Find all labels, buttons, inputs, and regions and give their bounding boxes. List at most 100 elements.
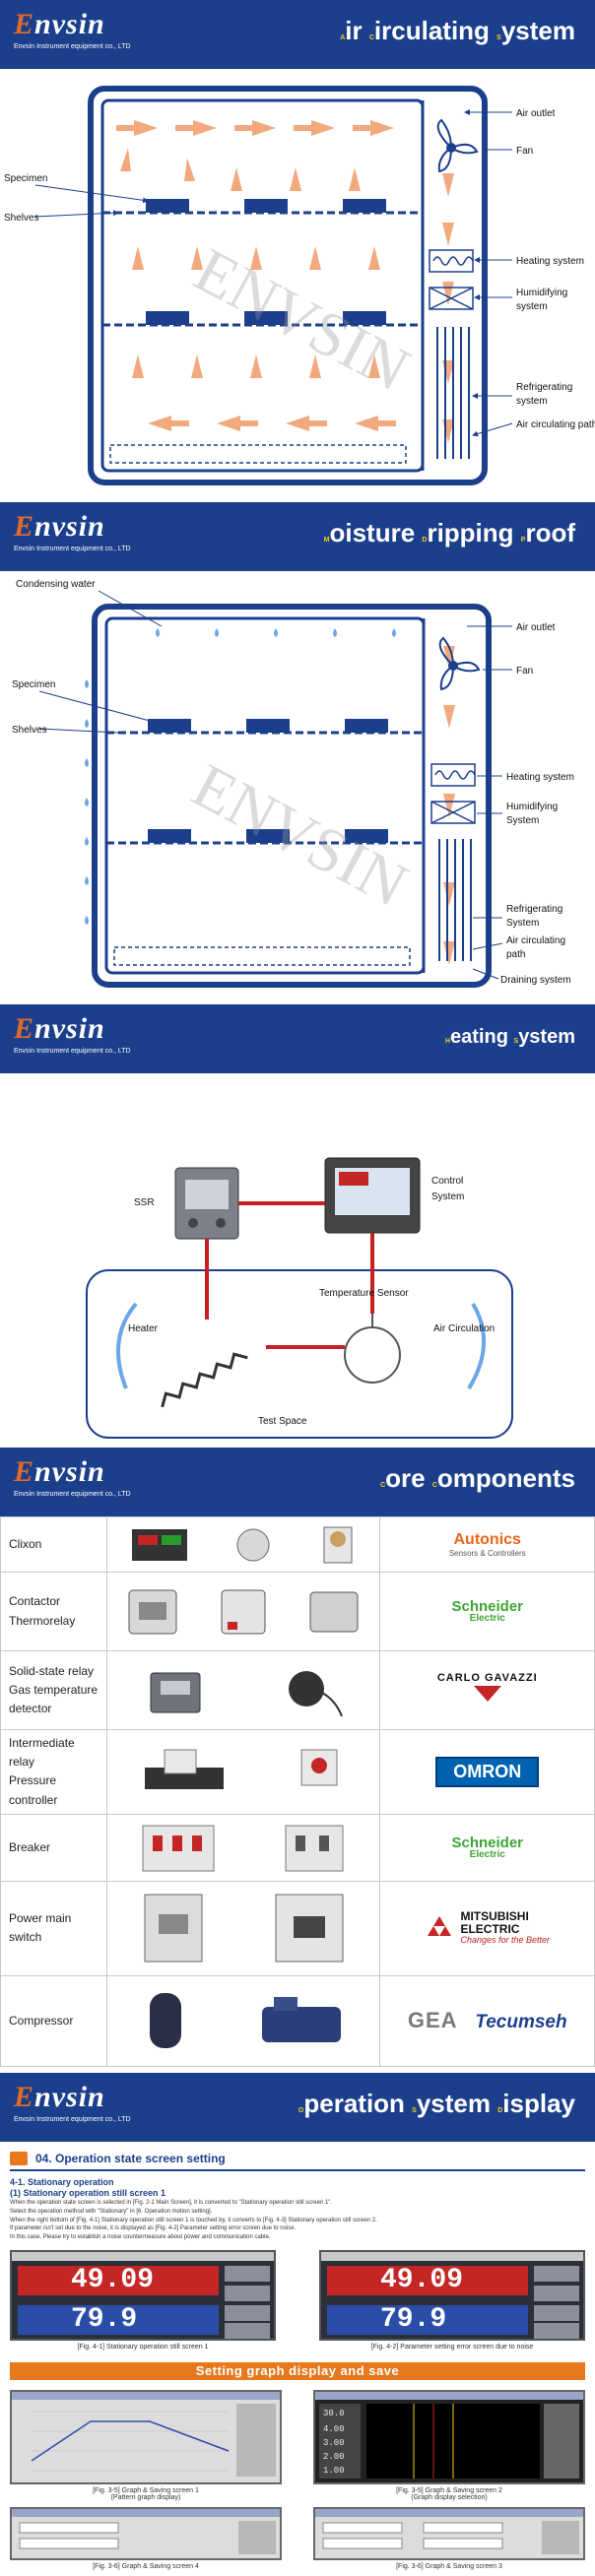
label-air-outlet: Air outlet bbox=[516, 108, 556, 119]
graph-screens: [Fig. 3-5] Graph & Saving screen 1(Patte… bbox=[10, 2389, 585, 2576]
logo: Envsin Envsin Instrument equipment co., … bbox=[14, 8, 171, 61]
section-title-moisture: Moisture Dripping Proof bbox=[323, 518, 575, 547]
logo: Envsin Envsin Instrument equipment co., … bbox=[14, 2080, 131, 2123]
graph-screen-2: 30.0 4.00 3.00 2.00 1.00 bbox=[313, 2389, 585, 2484]
note: Select the operation method with "Statio… bbox=[10, 2208, 213, 2215]
component-images bbox=[105, 1516, 381, 1573]
brand-autonics: Autonics Sensors & Controllers bbox=[379, 1516, 595, 1573]
banner-moisture: Envsin Envsin Instrument equipment co., … bbox=[0, 502, 595, 571]
graph-section-bar: Setting graph display and save bbox=[10, 2361, 585, 2380]
svg-text:Shelves: Shelves bbox=[12, 725, 47, 736]
label-refrigerating: Refrigerating bbox=[516, 382, 572, 393]
brand-gea-tecumseh: GEA Tecumseh bbox=[379, 1974, 595, 2067]
label-ssr: SSR bbox=[134, 1197, 155, 1208]
label-test-space: Test Space bbox=[258, 1416, 307, 1427]
banner-heating: Envsin Envsin Instrument equipment co., … bbox=[0, 1004, 595, 1073]
section-title-core: Core Components bbox=[380, 1463, 575, 1493]
specimens bbox=[146, 199, 386, 325]
graph-screen-1 bbox=[10, 2389, 282, 2484]
banner-core: Envsin Envsin Instrument equipment co., … bbox=[0, 1448, 595, 1516]
note: When the right bottom of [Fig. 4-1] Stat… bbox=[10, 2217, 377, 2223]
banner-operation: Envsin Envsin Instrument equipment co., … bbox=[0, 2072, 595, 2142]
humidifier-icon bbox=[429, 287, 474, 310]
heating-icon bbox=[430, 763, 476, 787]
heater-icon bbox=[161, 1352, 248, 1408]
label-condensing: Condensing water bbox=[16, 579, 96, 590]
svg-text:2.00: 2.00 bbox=[323, 2452, 345, 2462]
fan-icon bbox=[438, 636, 481, 691]
heading-badge-icon bbox=[10, 2151, 28, 2165]
operation-sub-1: 4-1. Stationary operation bbox=[10, 2176, 114, 2187]
label-specimen: Specimen bbox=[4, 173, 47, 184]
graph-screen-4 bbox=[10, 2506, 282, 2560]
svg-text:Air circulating: Air circulating bbox=[506, 935, 565, 946]
label-heater: Heater bbox=[128, 1323, 159, 1334]
logo: Envsin Envsin Instrument equipment co., … bbox=[14, 510, 131, 552]
svg-text:Heating system: Heating system bbox=[506, 772, 574, 783]
label-draining: Draining system bbox=[500, 975, 571, 986]
test-space-outline bbox=[86, 1269, 513, 1439]
droplets-icon bbox=[85, 628, 396, 925]
label-temp-sensor: Temperature Sensor bbox=[319, 1288, 409, 1299]
label-control: Control bbox=[431, 1176, 463, 1187]
svg-text:Air outlet: Air outlet bbox=[516, 622, 556, 633]
diagram-heating: SSR Control System Temperature Sensor He… bbox=[0, 1073, 595, 1448]
logo-nvsin: nvsin bbox=[34, 8, 105, 40]
caption: [Fig. 4-1] Stationary operation still sc… bbox=[77, 2343, 209, 2351]
svg-text:path: path bbox=[506, 949, 525, 960]
label-fan: Fan bbox=[516, 146, 533, 157]
banner-air: Envsin Envsin Instrument equipment co., … bbox=[0, 0, 595, 69]
label-air-circ: Air Circulation bbox=[433, 1323, 495, 1334]
svg-text:3.00: 3.00 bbox=[323, 2438, 345, 2448]
svg-text:Humidifying: Humidifying bbox=[506, 802, 558, 812]
svg-text:Specimen: Specimen bbox=[12, 679, 55, 690]
operation-sub-2: (1) Stationary operation still screen 1 bbox=[10, 2188, 166, 2198]
svg-text:Fan: Fan bbox=[516, 666, 533, 676]
label-humidifying: Humidifying bbox=[516, 288, 567, 298]
operation-heading: 04. Operation state screen setting bbox=[35, 2151, 226, 2165]
note: In this case, Please try to establish a … bbox=[10, 2234, 271, 2240]
screen-value-temp: 49.09 bbox=[71, 2264, 155, 2295]
operation-screens: 49.09 79.9 [Fig. 4-1] Stationary operati… bbox=[10, 2249, 585, 2351]
screen-value-humidity: 79.9 bbox=[71, 2303, 138, 2335]
svg-text:System: System bbox=[506, 918, 539, 929]
specimens bbox=[148, 719, 388, 843]
refrigerator-icon bbox=[438, 839, 472, 961]
brand-gavazzi: CARLO GAVAZZI bbox=[379, 1650, 595, 1730]
section-title-air: Air Circulating System bbox=[340, 16, 575, 45]
ssr-icon bbox=[174, 1167, 239, 1240]
label-refrigerating-2: system bbox=[516, 396, 548, 407]
diagram-air: ENVSIN Air outlet Fan Specimen Shelves H… bbox=[0, 69, 595, 502]
humidifier-icon bbox=[430, 801, 476, 824]
air-arrows bbox=[116, 120, 454, 443]
logo: Envsin Envsin Instrument equipment co., … bbox=[14, 1012, 131, 1055]
graph-screen-3 bbox=[313, 2506, 585, 2560]
logo-e: E bbox=[14, 8, 35, 40]
svg-text:30.0: 30.0 bbox=[323, 2409, 345, 2418]
chamber-outline bbox=[88, 86, 488, 485]
note: When the operation state screen is selec… bbox=[10, 2200, 333, 2207]
svg-text:1.00: 1.00 bbox=[323, 2466, 345, 2476]
logo-subtitle: Envsin Instrument equipment co., LTD bbox=[14, 43, 131, 50]
refrigerator-icon bbox=[436, 327, 470, 459]
heating-icon bbox=[429, 249, 474, 273]
temperature-sensor-icon bbox=[344, 1314, 401, 1384]
components-table: Clixon Autonics Sensors & Controllers Co… bbox=[0, 1516, 595, 2067]
svg-text:System: System bbox=[506, 815, 539, 826]
section-title-heating: Heating System bbox=[445, 1026, 575, 1048]
section-title-operation: Operation System Display bbox=[298, 2088, 575, 2118]
svg-text:System: System bbox=[431, 1191, 464, 1202]
label-air-path: Air circulating path bbox=[516, 419, 595, 430]
table-row: Clixon Autonics Sensors & Controllers bbox=[0, 1516, 595, 1573]
svg-text:Refrigerating: Refrigerating bbox=[506, 904, 562, 915]
component-name: Clixon bbox=[0, 1516, 107, 1573]
operation-content: 04. Operation state screen setting 4-1. … bbox=[0, 2142, 595, 2576]
fan-icon bbox=[436, 118, 479, 173]
screen-still-2: 49.09 79.9 bbox=[319, 2249, 585, 2341]
